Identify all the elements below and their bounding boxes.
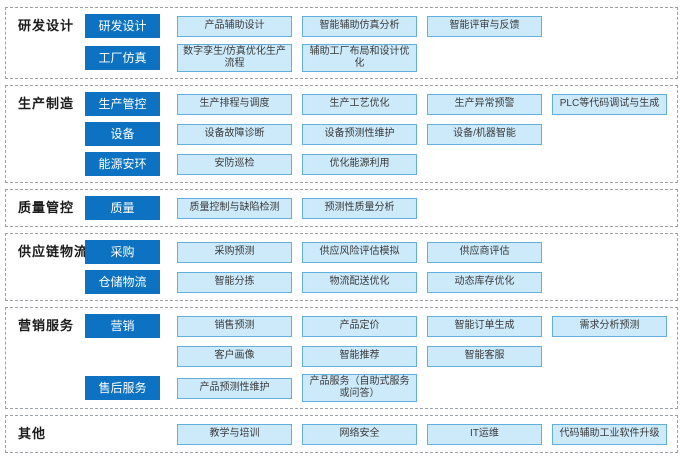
section-label-marketing-services: 营销服务 [18, 318, 75, 333]
item-box: 产品预测性维护 [177, 377, 292, 399]
section-label-supply-chain-logistics: 供应链物流 [18, 244, 89, 259]
section-rows: 研发设计产品辅助设计智能辅助仿真分析智能评审与反馈工厂仿真数字孪生/仿真优化生产… [85, 14, 673, 72]
section-rows: 质量质量控制与缺陷检测预测性质量分析 [85, 196, 673, 220]
item-box: 预测性质量分析 [302, 197, 417, 219]
item-box: 产品服务（自助式服务或问答） [302, 374, 417, 402]
section-quality-control: 质量管控质量质量控制与缺陷检测预测性质量分析 [5, 189, 678, 227]
item-box: PLC等代码调试与生成 [552, 93, 667, 115]
item-box: 智能评审与反馈 [427, 15, 542, 37]
item-box: 教学与培训 [177, 423, 292, 445]
capability-row: 采购采购预测供应风险评估模拟供应商评估 [85, 240, 673, 264]
capability-row: 能源安环安防巡检优化能源利用 [85, 152, 673, 176]
section-rows: 采购采购预测供应风险评估模拟供应商评估仓储物流智能分拣物流配送优化动态库存优化 [85, 240, 673, 294]
section-rnd-design: 研发设计研发设计产品辅助设计智能辅助仿真分析智能评审与反馈工厂仿真数字孪生/仿真… [5, 7, 678, 79]
section-label-quality-control: 质量管控 [18, 200, 75, 215]
section-marketing-services: 营销服务营销销售预测产品定价智能订单生成需求分析预测客户画像智能推荐智能客服售后… [5, 307, 678, 409]
capability-row: 客户画像智能推荐智能客服 [85, 344, 673, 368]
category-badge: 采购 [85, 240, 160, 264]
item-box: 智能分拣 [177, 271, 292, 293]
capability-row: 研发设计产品辅助设计智能辅助仿真分析智能评审与反馈 [85, 14, 673, 38]
category-badge: 研发设计 [85, 14, 160, 38]
section-label-production-manufacturing: 生产制造 [18, 96, 75, 111]
section-rows: 营销销售预测产品定价智能订单生成需求分析预测客户画像智能推荐智能客服售后服务产品… [85, 314, 673, 402]
item-box: 辅助工厂布局和设计优化 [302, 44, 417, 72]
item-box: 网络安全 [302, 423, 417, 445]
category-badge: 质量 [85, 196, 160, 220]
section-rows: 生产管控生产排程与调度生产工艺优化生产异常预警 PLC等代码调试与生成设备设备故障… [85, 92, 673, 176]
section-label-rnd-design: 研发设计 [18, 18, 75, 33]
capability-row: 设备设备故障诊断设备预测性维护设备/机器智能 [85, 122, 673, 146]
item-box: 生产异常预警 [427, 93, 542, 115]
item-box: 供应风险评估模拟 [302, 241, 417, 263]
section-supply-chain-logistics: 供应链物流采购采购预测供应风险评估模拟供应商评估仓储物流智能分拣物流配送优化动态… [5, 233, 678, 301]
item-box: 数字孪生/仿真优化生产流程 [177, 44, 292, 72]
item-box: 设备故障诊断 [177, 123, 292, 145]
category-badge: 售后服务 [85, 376, 160, 400]
item-box: 生产工艺优化 [302, 93, 417, 115]
capability-row: 仓储物流智能分拣物流配送优化动态库存优化 [85, 270, 673, 294]
category-badge: 工厂仿真 [85, 46, 160, 70]
item-box: 产品定价 [302, 315, 417, 337]
item-box: 供应商评估 [427, 241, 542, 263]
capability-row: 售后服务产品预测性维护产品服务（自助式服务或问答） [85, 374, 673, 402]
item-box: 智能订单生成 [427, 315, 542, 337]
category-badge: 仓储物流 [85, 270, 160, 294]
category-badge: 能源安环 [85, 152, 160, 176]
item-box: 物流配送优化 [302, 271, 417, 293]
category-badge: 生产管控 [85, 92, 160, 116]
item-box: 智能辅助仿真分析 [302, 15, 417, 37]
item-box: 优化能源利用 [302, 153, 417, 175]
item-box: 需求分析预测 [552, 315, 667, 337]
item-box: 智能推荐 [302, 345, 417, 367]
item-box: 质量控制与缺陷检测 [177, 197, 292, 219]
item-box: 采购预测 [177, 241, 292, 263]
category-badge: 设备 [85, 122, 160, 146]
section-rows: 教学与培训网络安全 IT运维代码辅助工业软件升级 [85, 422, 673, 446]
section-others: 其他 教学与培训网络安全 IT运维代码辅助工业软件升级 [5, 415, 678, 453]
capability-row: 教学与培训网络安全 IT运维代码辅助工业软件升级 [85, 422, 673, 446]
item-box: 生产排程与调度 [177, 93, 292, 115]
item-box: 动态库存优化 [427, 271, 542, 293]
capability-row: 生产管控生产排程与调度生产工艺优化生产异常预警 PLC等代码调试与生成 [85, 92, 673, 116]
item-box: 销售预测 [177, 315, 292, 337]
section-label-others: 其他 [18, 426, 47, 441]
diagram-root: 研发设计研发设计产品辅助设计智能辅助仿真分析智能评审与反馈工厂仿真数字孪生/仿真… [5, 7, 678, 453]
item-box: 安防巡检 [177, 153, 292, 175]
item-box: 产品辅助设计 [177, 15, 292, 37]
item-box: 代码辅助工业软件升级 [552, 423, 667, 445]
capability-row: 质量质量控制与缺陷检测预测性质量分析 [85, 196, 673, 220]
item-box: 设备/机器智能 [427, 123, 542, 145]
category-badge: 营销 [85, 314, 160, 338]
capability-row: 工厂仿真数字孪生/仿真优化生产流程辅助工厂布局和设计优化 [85, 44, 673, 72]
item-box: 客户画像 [177, 345, 292, 367]
item-box: IT运维 [427, 423, 542, 445]
capability-row: 营销销售预测产品定价智能订单生成需求分析预测 [85, 314, 673, 338]
item-box: 智能客服 [427, 345, 542, 367]
item-box: 设备预测性维护 [302, 123, 417, 145]
